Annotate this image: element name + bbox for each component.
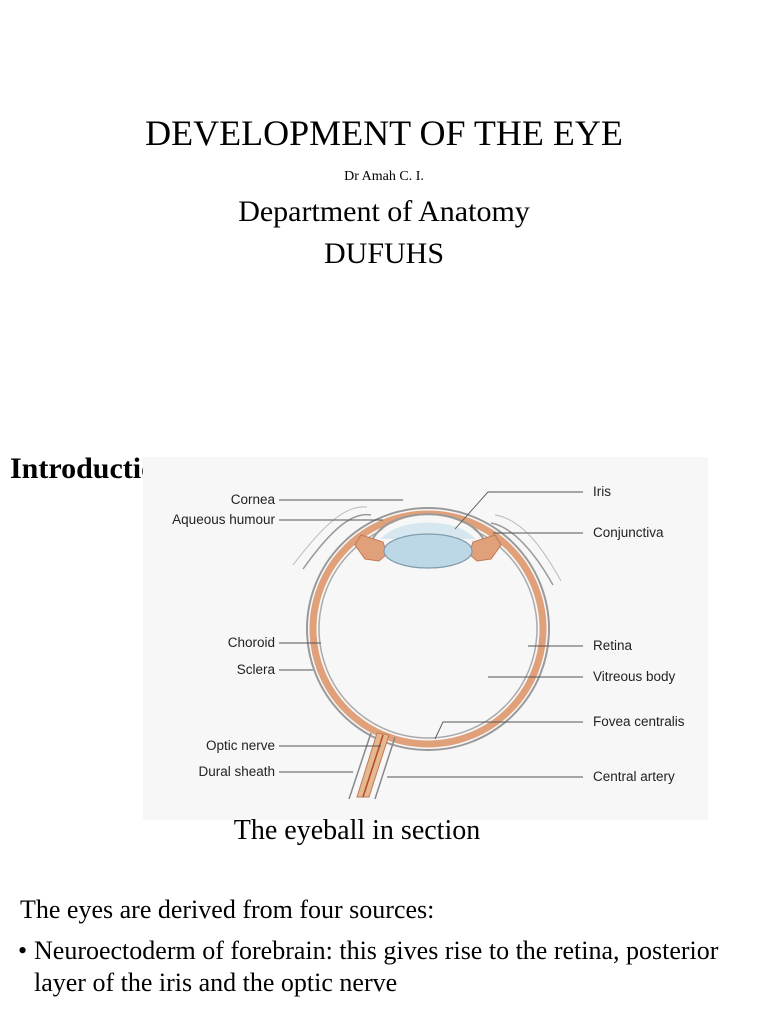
leader-lines — [279, 491, 583, 778]
cornea-shape — [370, 513, 486, 543]
bullet-text: Neuroectoderm of forebrain: this gives r… — [34, 936, 719, 997]
eyeball-diagram: Cornea Aqueous humour Choroid Sclera Opt… — [143, 457, 708, 820]
label-choroid: Choroid — [228, 635, 275, 650]
label-optic-nerve: Optic nerve — [206, 738, 275, 753]
label-vitreous-body: Vitreous body — [593, 669, 676, 684]
label-conjunctiva: Conjunctiva — [593, 525, 664, 540]
institution-name: DUFUHS — [323, 237, 445, 270]
label-iris: Iris — [593, 484, 611, 499]
label-dural-sheath: Dural sheath — [198, 764, 275, 779]
label-fovea-centralis: Fovea centralis — [593, 714, 685, 729]
label-central-artery: Central artery — [593, 769, 675, 784]
sclera-layer — [306, 507, 550, 751]
bullet-item: • Neuroectoderm of forebrain: this gives… — [18, 935, 758, 999]
left-eyelid-line — [292, 506, 368, 566]
ciliary-body-right — [468, 534, 502, 562]
label-cornea: Cornea — [231, 492, 276, 507]
right-eyelid-fold — [490, 522, 554, 586]
intro-paragraph: The eyes are derived from four sources: — [20, 895, 435, 924]
aqueous-humour — [381, 522, 475, 539]
page-title: DEVELOPMENT OF THE EYE — [145, 113, 623, 153]
label-aqueous-humour: Aqueous humour — [172, 512, 275, 527]
label-sclera: Sclera — [237, 662, 276, 677]
author-name: Dr Amah C. I. — [344, 169, 424, 184]
right-eyelid-line — [494, 514, 562, 582]
dural-sheath-shape — [348, 732, 396, 800]
label-retina: Retina — [593, 638, 633, 653]
left-eyelid-fold — [302, 513, 372, 570]
ciliary-body-left — [354, 534, 388, 562]
bullet-marker: • — [18, 936, 28, 965]
iris-leader — [454, 491, 583, 530]
lens-shape — [383, 533, 473, 569]
department-name: Department of Anatomy — [238, 195, 530, 228]
figure-caption: The eyeball in section — [233, 815, 481, 846]
central-artery-shape — [362, 734, 384, 798]
fovea-leader — [434, 721, 583, 740]
